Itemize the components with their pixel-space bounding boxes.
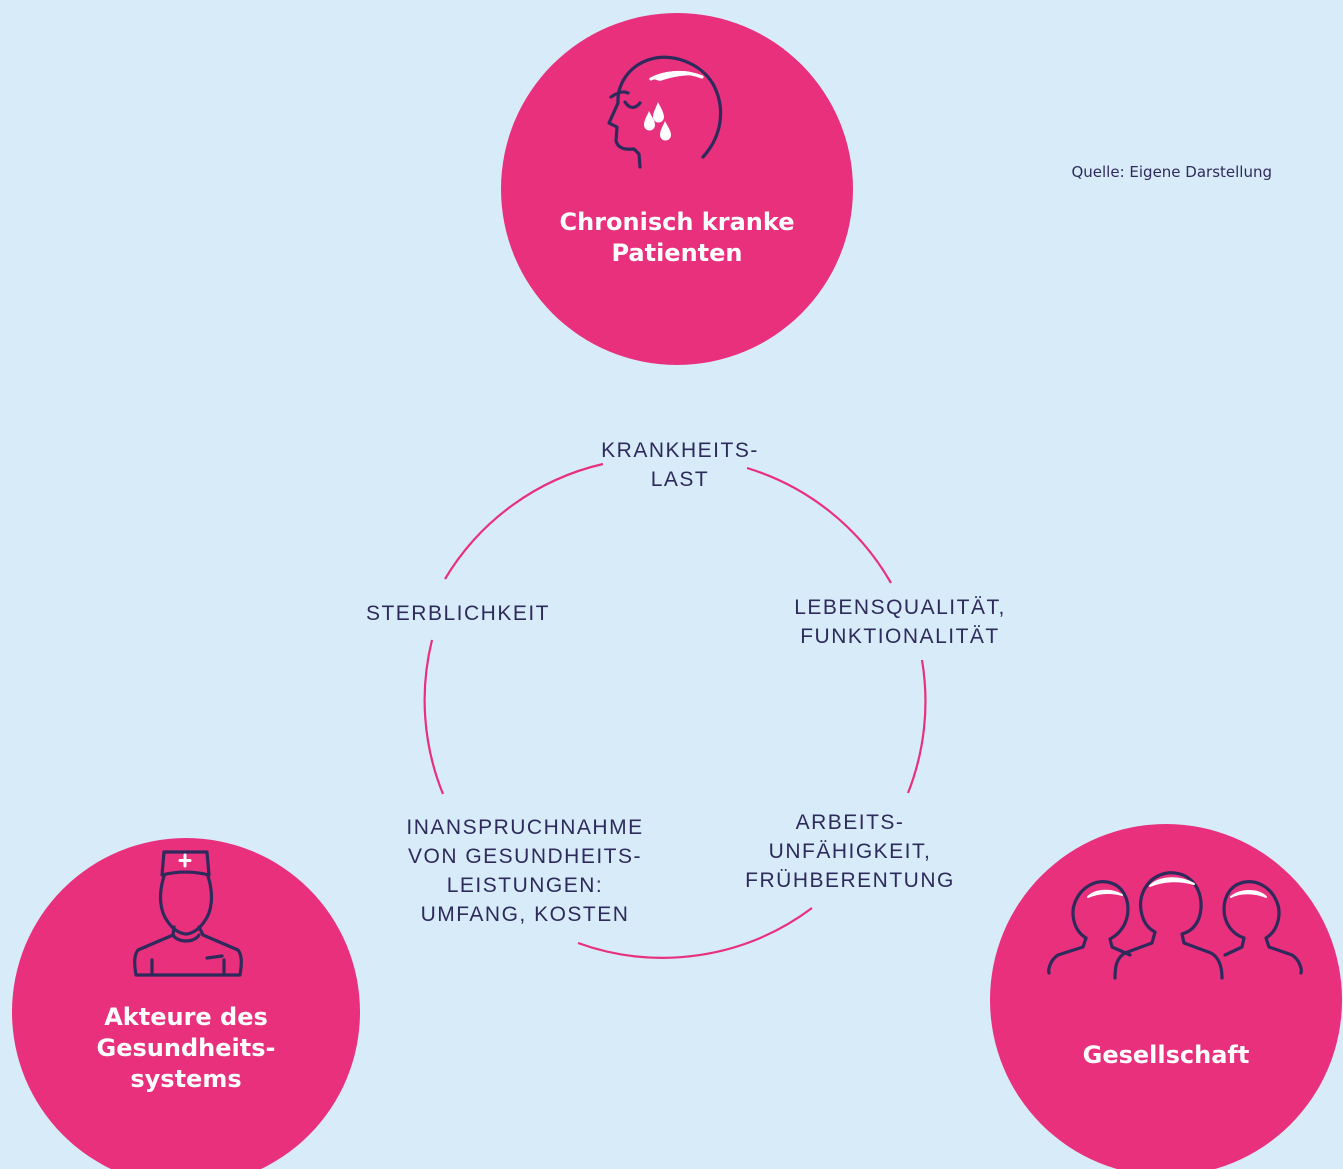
cycle-label-quality-of-life: LEBENSQUALITÄT, FUNKTIONALITÄT [794,596,1006,648]
health-system-circle [12,838,360,1169]
source-note: Quelle: Eigene Darstellung [1071,163,1272,181]
nurse-icon [133,850,243,977]
patients-label: Chronisch kranke Patienten [559,208,795,267]
crying-head-icon [607,55,723,169]
society-circle [990,824,1342,1169]
cycle-arc-quality-burden [746,466,892,584]
cycle-arc-utilization-work [577,907,813,959]
cycle-label-burden: KRANKHEITS- LAST [601,439,759,491]
society-label: Gesellschaft [1082,1041,1250,1069]
group-of-people-icon [1047,871,1303,980]
cycle-label-work-incapacity: ARBEITS- UNFÄHIGKEIT, FRÜHBERENTUNG [745,811,955,892]
cycle-arc-work-quality [906,659,927,794]
cycle-label-mortality: STERBLICHKEIT [365,602,551,625]
health-system-label: Akteure des Gesundheits-systems [96,1003,276,1093]
patients-circle [501,13,853,365]
cycle-label-utilization: INANSPRUCHNAHME VON GESUNDHEITS- LEISTUN… [406,816,644,926]
cycle-ring [423,462,927,959]
cycle-arc-burden-mortality [444,462,604,580]
cycle-arc-mortality-utilization [423,639,445,795]
